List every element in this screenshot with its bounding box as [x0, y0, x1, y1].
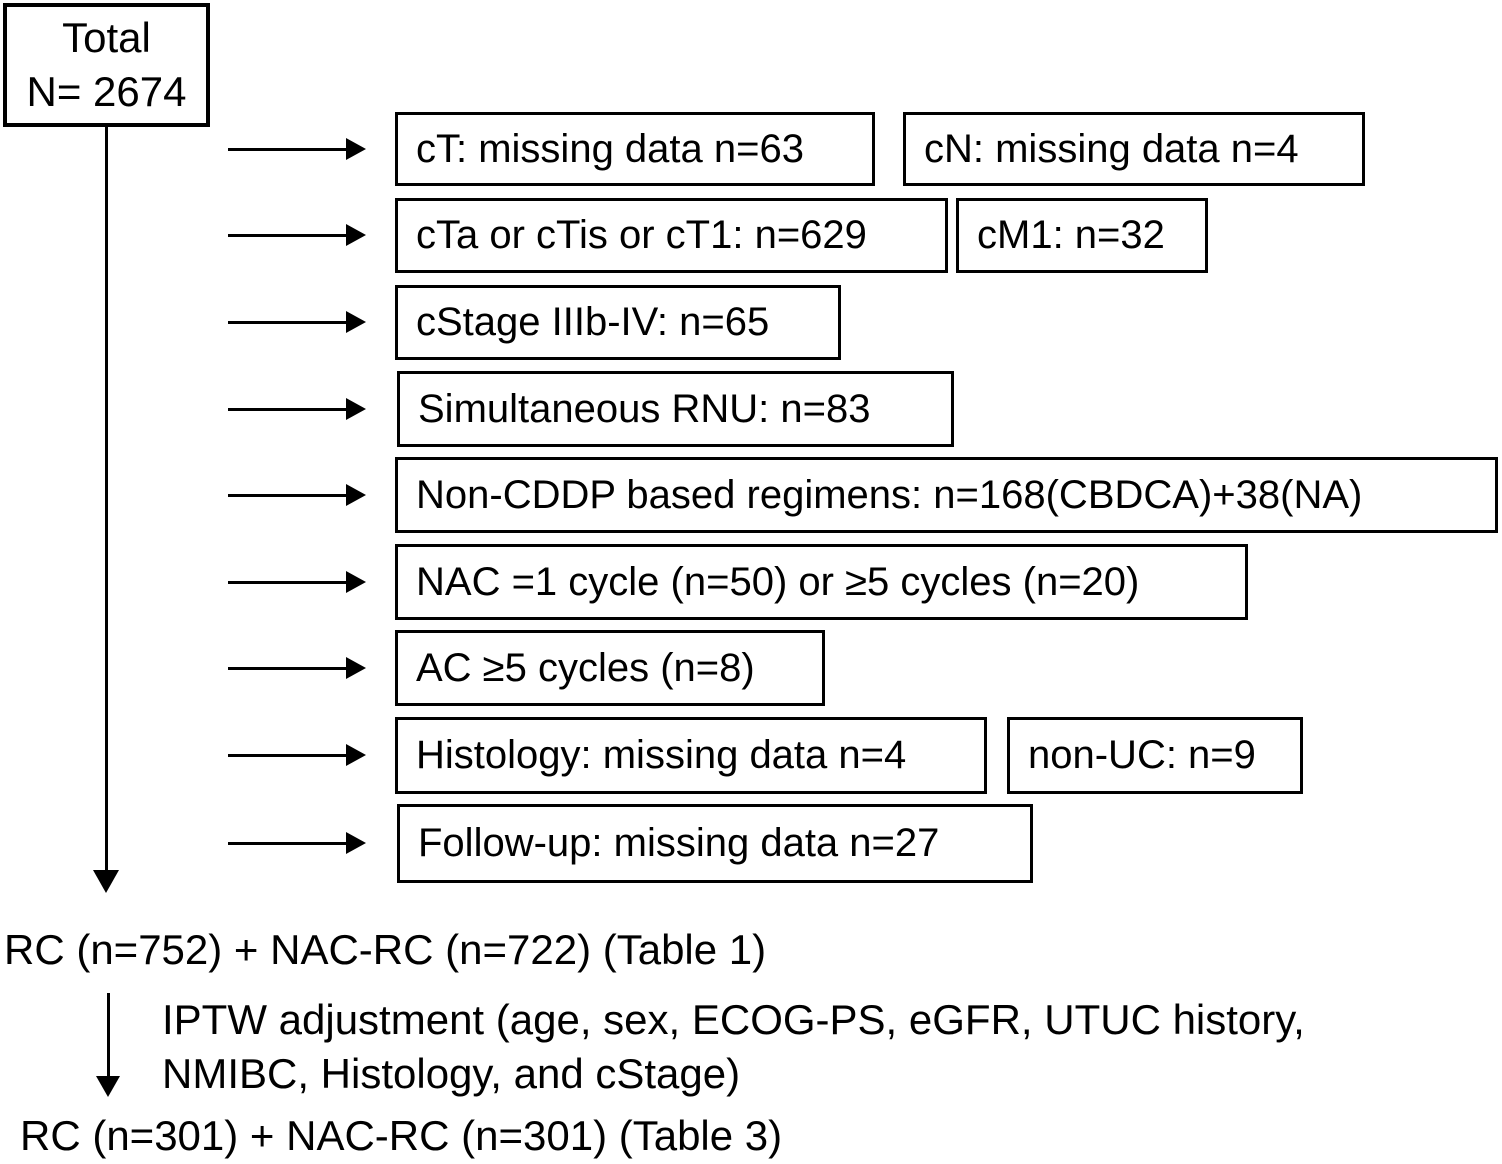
exclusion-box-label: cM1: n=32	[977, 213, 1165, 257]
exclusion-box-label: cN: missing data n=4	[924, 126, 1299, 171]
exclusion-box-label: Non-CDDP based regimens: n=168(CBDCA)+38…	[416, 472, 1363, 517]
iptw-note-line1: IPTW adjustment (age, sex, ECOG-PS, eGFR…	[162, 996, 1305, 1043]
arrow-shaft	[228, 147, 347, 151]
cohort-result-text: RC (n=752) + NAC-RC (n=722) (Table 1)	[4, 926, 767, 973]
total-box-line2: N= 2674	[26, 68, 187, 115]
main-flow-line	[105, 127, 108, 872]
arrow-shaft	[228, 753, 347, 757]
branch-arrow-icon	[228, 138, 366, 160]
exclusion-box-label: Follow-up: missing data n=27	[418, 821, 940, 865]
exclusion-box-ac-cycles: AC ≥5 cycles (n=8)	[395, 630, 825, 706]
exclusion-box-label: Histology: missing data n=4	[416, 733, 907, 777]
exclusion-box-non-uc: non-UC: n=9	[1007, 717, 1303, 794]
exclusion-box-cn-missing: cN: missing data n=4	[903, 112, 1365, 186]
exclusion-box-label: cT: missing data n=63	[416, 126, 804, 171]
exclusion-box-followup-missing: Follow-up: missing data n=27	[397, 804, 1033, 883]
final-result-text: RC (n=301) + NAC-RC (n=301) (Table 3)	[20, 1112, 783, 1159]
exclusion-box-label: AC ≥5 cycles (n=8)	[416, 645, 755, 690]
branch-arrow-icon	[228, 657, 366, 679]
arrow-head	[346, 484, 366, 506]
arrow-head	[346, 657, 366, 679]
branch-arrow-icon	[228, 224, 366, 246]
branch-arrow-icon	[228, 744, 366, 766]
down-arrowhead-icon	[93, 870, 119, 893]
iptw-flow-line	[107, 993, 110, 1078]
arrow-head	[346, 744, 366, 766]
iptw-note: IPTW adjustment (age, sex, ECOG-PS, eGFR…	[162, 993, 1305, 1101]
total-box-line1: Total	[62, 14, 151, 61]
exclusion-box-label: Simultaneous RNU: n=83	[418, 386, 871, 431]
exclusion-box-histology-missing: Histology: missing data n=4	[395, 717, 987, 794]
arrow-head	[346, 138, 366, 160]
exclusion-box-label: cStage IIIb-IV: n=65	[416, 300, 770, 344]
arrow-shaft	[228, 841, 347, 845]
branch-arrow-icon	[228, 311, 366, 333]
exclusion-box-cstage: cStage IIIb-IV: n=65	[395, 285, 841, 360]
branch-arrow-icon	[228, 571, 366, 593]
arrow-head	[346, 224, 366, 246]
exclusion-box-label: cTa or cTis or cT1: n=629	[416, 213, 867, 257]
arrow-head	[346, 311, 366, 333]
exclusion-box-nac-cycles: NAC =1 cycle (n=50) or ≥5 cycles (n=20)	[395, 544, 1248, 620]
exclusion-box-label: NAC =1 cycle (n=50) or ≥5 cycles (n=20)	[416, 559, 1140, 604]
arrow-head	[346, 571, 366, 593]
arrow-shaft	[228, 493, 347, 497]
arrow-shaft	[228, 407, 347, 411]
arrow-shaft	[228, 320, 347, 324]
exclusion-box-simultaneous-rnu: Simultaneous RNU: n=83	[397, 371, 954, 447]
arrow-head	[346, 832, 366, 854]
arrow-shaft	[228, 580, 347, 584]
arrow-shaft	[228, 233, 347, 237]
iptw-note-line2: NMIBC, Histology, and cStage)	[162, 1050, 741, 1097]
exclusion-box-label: non-UC: n=9	[1028, 733, 1256, 777]
branch-arrow-icon	[228, 398, 366, 420]
exclusion-box-cta-ctis-ct1: cTa or cTis or cT1: n=629	[395, 198, 948, 273]
exclusion-box-ct-missing: cT: missing data n=63	[395, 112, 875, 186]
exclusion-box-cm1: cM1: n=32	[956, 198, 1208, 273]
arrow-head	[346, 398, 366, 420]
branch-arrow-icon	[228, 832, 366, 854]
branch-arrow-icon	[228, 484, 366, 506]
down-arrowhead-icon	[96, 1076, 120, 1097]
total-box: Total N= 2674	[3, 3, 210, 127]
arrow-shaft	[228, 666, 347, 670]
exclusion-box-non-cddp: Non-CDDP based regimens: n=168(CBDCA)+38…	[395, 457, 1498, 533]
